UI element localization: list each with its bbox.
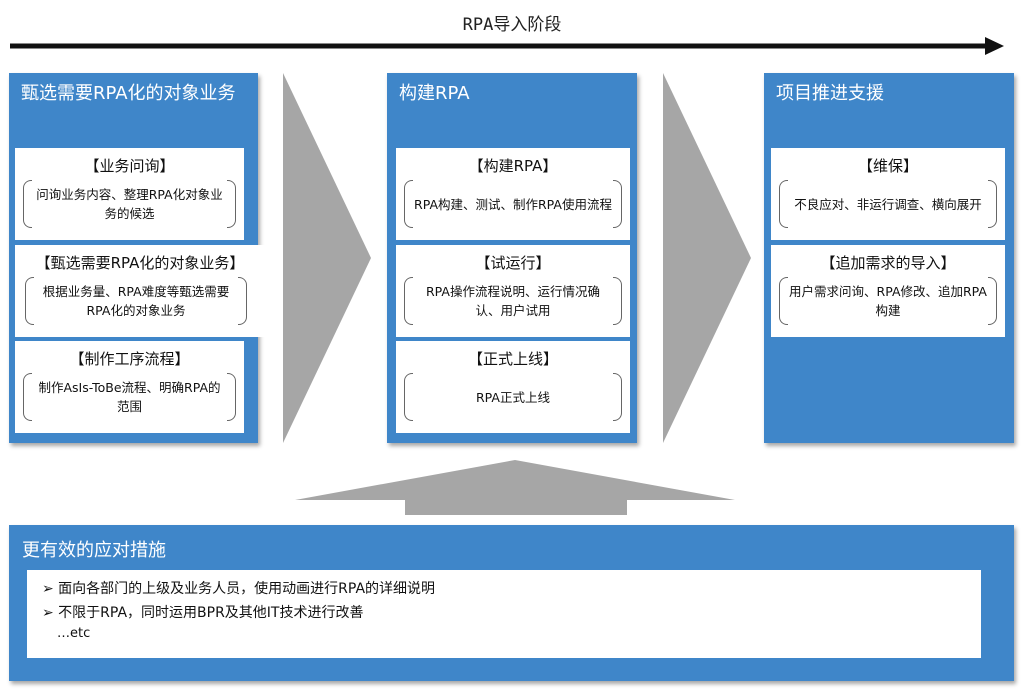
card-title: 【追加需求的导入】 <box>820 254 956 272</box>
card-title: 【业务问询】 <box>84 157 175 175</box>
card-process-flow: 【制作工序流程】 制作AsIs-ToBe流程、明确RPA的范围 <box>15 341 244 433</box>
measure-item: ➢ 不限于RPA，同时运用BPR及其他IT技术进行改善 <box>42 605 364 621</box>
measure-item: ➢ 面向各部门的上级及业务人员，使用动画进行RPA的详细说明 <box>42 581 436 597</box>
measure-etc: …etc <box>57 626 91 641</box>
card-body: 不良应对、非运行调查、横向展开 <box>779 180 997 228</box>
card-body: RPA构建、测试、制作RPA使用流程 <box>404 180 622 228</box>
card-business-inquiry: 【业务问询】 问询业务内容、整理RPA化对象业务的候选 <box>15 148 244 240</box>
card-go-live: 【正式上线】 RPA正式上线 <box>396 341 630 433</box>
card-body: RPA正式上线 <box>404 373 622 421</box>
card-select-business: 【甄选需要RPA化的对象业务】 根据业务量、RPA难度等甄选需要RPA化的对象业… <box>15 245 265 337</box>
card-title: 【正式上线】 <box>467 350 558 368</box>
card-title: 【试运行】 <box>475 254 551 272</box>
chevron-arrow-icon <box>283 73 371 443</box>
card-body: 制作AsIs-ToBe流程、明确RPA的范围 <box>23 373 236 421</box>
card-body: 用户需求问询、RPA修改、追加RPA构建 <box>779 277 997 325</box>
card-body: RPA操作流程说明、运行情况确认、用户试用 <box>404 277 622 325</box>
measures-box: ➢ 面向各部门的上级及业务人员，使用动画进行RPA的详细说明 ➢ 不限于RPA，… <box>27 570 981 658</box>
card-maintenance: 【维保】 不良应对、非运行调查、横向展开 <box>771 148 1005 240</box>
chevron-arrow-icon <box>663 73 751 443</box>
phase-title: 项目推进支援 <box>776 83 884 104</box>
card-body: 问询业务内容、整理RPA化对象业务的候选 <box>23 180 236 228</box>
phase-title: 甄选需要RPA化的对象业务 <box>21 83 236 104</box>
card-title: 【构建RPA】 <box>468 157 558 175</box>
phase-title: 构建RPA <box>399 83 470 104</box>
measures-title: 更有效的应对措施 <box>22 540 166 561</box>
card-title: 【维保】 <box>857 157 918 175</box>
up-arrow-icon <box>295 460 735 515</box>
timeline-arrow <box>10 37 1004 55</box>
card-title: 【甄选需要RPA化的对象业务】 <box>35 254 245 272</box>
card-title: 【制作工序流程】 <box>69 350 190 368</box>
card-build-rpa: 【构建RPA】 RPA构建、测试、制作RPA使用流程 <box>396 148 630 240</box>
card-trial-run: 【试运行】 RPA操作流程说明、运行情况确认、用户试用 <box>396 245 630 337</box>
diagram-title: RPA导入阶段 <box>462 15 562 35</box>
card-body: 根据业务量、RPA难度等甄选需要RPA化的对象业务 <box>25 277 247 325</box>
card-additional-requirements: 【追加需求的导入】 用户需求问询、RPA修改、追加RPA构建 <box>771 245 1005 337</box>
